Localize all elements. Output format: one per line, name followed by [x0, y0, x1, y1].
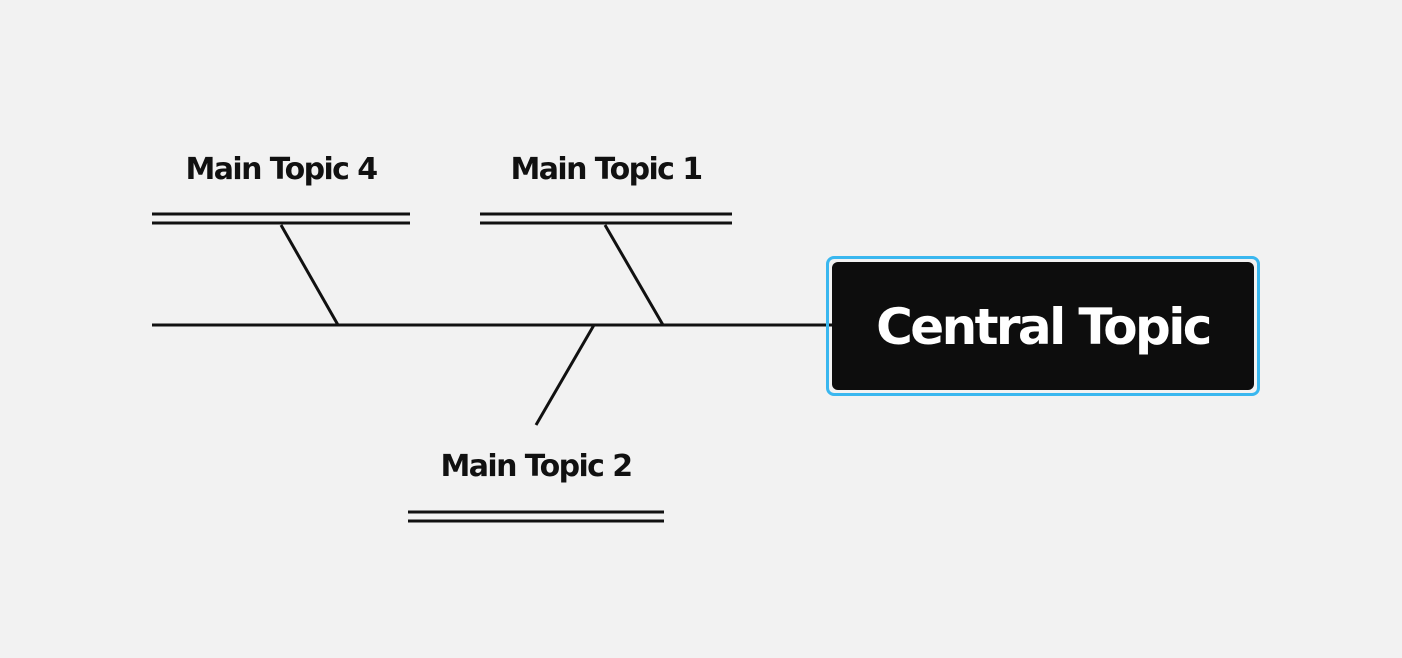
- main-topic-1[interactable]: Main Topic 1: [510, 152, 704, 187]
- central-topic-label: Central Topic: [876, 298, 1212, 356]
- main-topic-4[interactable]: Main Topic 4: [185, 152, 379, 187]
- main-topic-2[interactable]: Main Topic 2: [440, 449, 634, 484]
- topic-1-connector: [603, 224, 665, 326]
- topic-2-connector: [534, 324, 596, 426]
- central-topic-selection-outline: [826, 256, 1260, 396]
- central-topic[interactable]: Central Topic: [832, 262, 1254, 390]
- topic-4-connector: [279, 224, 340, 326]
